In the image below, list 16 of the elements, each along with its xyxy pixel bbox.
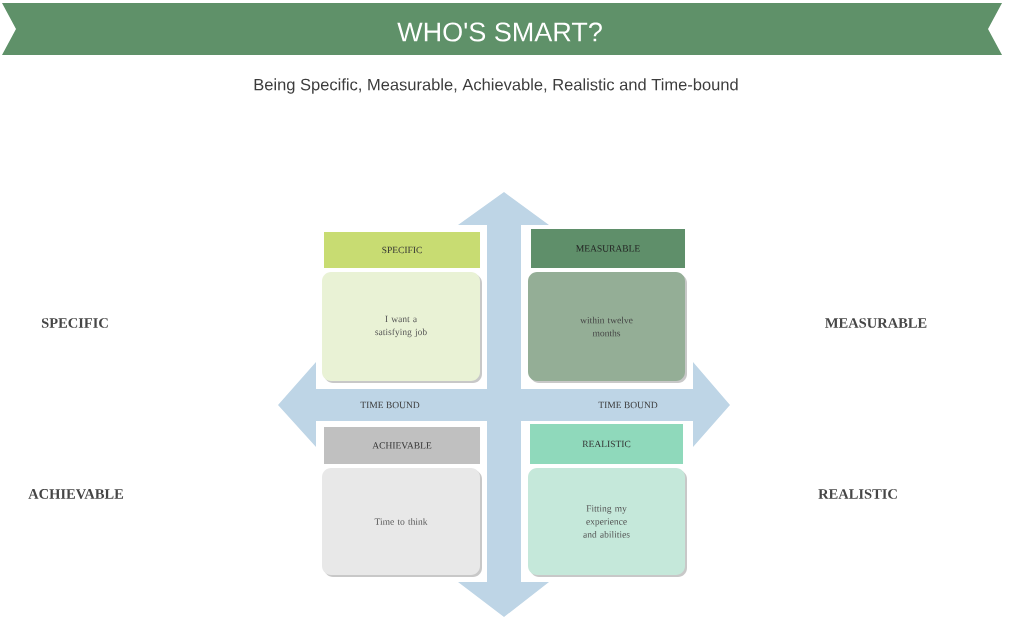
content-box: Fitting my experience and abilities [528,468,687,577]
title-banner: WHO'S SMART? [2,3,1002,55]
content-box: within twelve months [528,272,687,383]
subtitle: Being Specific, Measurable, Achievable, Realistic and Time-bound [254,78,738,94]
arrow-label: TIME BOUND [598,401,658,409]
header-box: REALISTIC [530,424,683,464]
quadrant-label: SPECIFIC [41,318,108,328]
content-box: I want a satisfying job [322,272,482,383]
quadrant-label: MEASURABLE [825,318,927,328]
arrow-label: TIME BOUND [360,401,420,409]
header-box: MEASURABLE [531,229,685,268]
quadrant-label: ACHIEVABLE [28,489,124,499]
content-box: Time to think [322,468,482,577]
quadrant-label: REALISTIC [818,489,897,499]
header-box: ACHIEVABLE [324,427,480,464]
header-box: SPECIFIC [324,232,480,268]
